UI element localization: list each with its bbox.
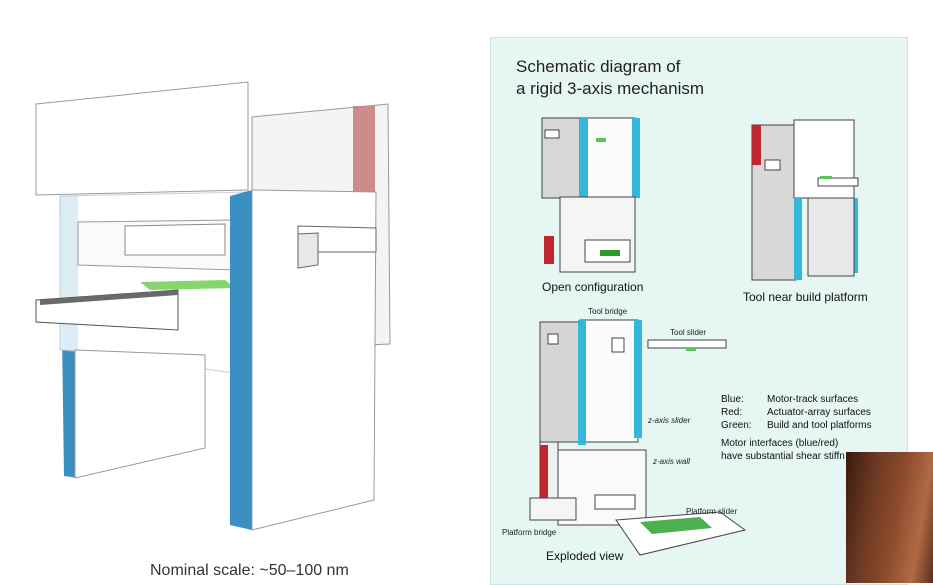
label-platform-bridge: Platform bridge xyxy=(502,528,557,537)
inner-slot xyxy=(124,223,226,256)
legend-key: Blue: xyxy=(721,394,744,405)
platform-tray-top xyxy=(40,290,178,305)
motor-interface-note: Motor interfaces (blue/red) have substan… xyxy=(721,437,845,463)
note-line-1: Motor interfaces (blue/red) xyxy=(721,438,839,449)
note-line-2: have substantial shear stiffn xyxy=(721,451,845,462)
legend-text: Actuator-array surfaces xyxy=(767,407,871,418)
legend-row-red: Red: Actuator-array surfaces xyxy=(721,406,872,419)
legend-text: Motor-track surfaces xyxy=(767,394,859,405)
legend-key: Green: xyxy=(721,420,752,431)
lower-body xyxy=(74,349,206,479)
right-slab xyxy=(251,189,377,531)
diagram-title: Schematic diagram of a rigid 3-axis mech… xyxy=(516,56,704,100)
legend-key: Red: xyxy=(721,407,743,418)
build-platform-green xyxy=(140,280,235,290)
caption-tool-near-platform: Tool near build platform xyxy=(743,290,868,304)
right-blue-edge xyxy=(230,190,252,530)
legend-row-blue: Blue: Motor-track surfaces xyxy=(721,393,872,406)
speaker-video-thumbnail xyxy=(846,452,933,583)
red-actuator-strip xyxy=(353,106,375,196)
legend-text: Build and tool platforms xyxy=(767,420,872,431)
title-line-1: Schematic diagram of xyxy=(516,57,681,76)
label-tool-bridge: Tool bridge xyxy=(588,307,628,316)
open-configuration-drawing xyxy=(541,117,640,273)
nominal-scale-caption: Nominal scale: ~50–100 nm xyxy=(150,562,349,579)
label-platform-slider: Platform slider xyxy=(686,507,738,516)
label-z-axis-wall: z-axis wall xyxy=(653,457,690,466)
title-line-2: a rigid 3-axis mechanism xyxy=(516,79,705,98)
exploded-view-drawing xyxy=(529,319,747,556)
tool-near-platform-drawing xyxy=(751,119,859,281)
tool-slider-side xyxy=(297,232,319,269)
back-wall xyxy=(35,81,249,196)
legend-row-green: Green: Build and tool platforms xyxy=(721,419,872,432)
caption-exploded-view: Exploded view xyxy=(546,549,624,563)
caption-open-configuration: Open configuration xyxy=(542,280,644,294)
color-legend: Blue: Motor-track surfaces Red: Actuator-a… xyxy=(721,393,872,432)
label-z-axis-slider: z-axis slider xyxy=(648,416,691,425)
label-tool-slider: Tool slider xyxy=(670,328,707,337)
